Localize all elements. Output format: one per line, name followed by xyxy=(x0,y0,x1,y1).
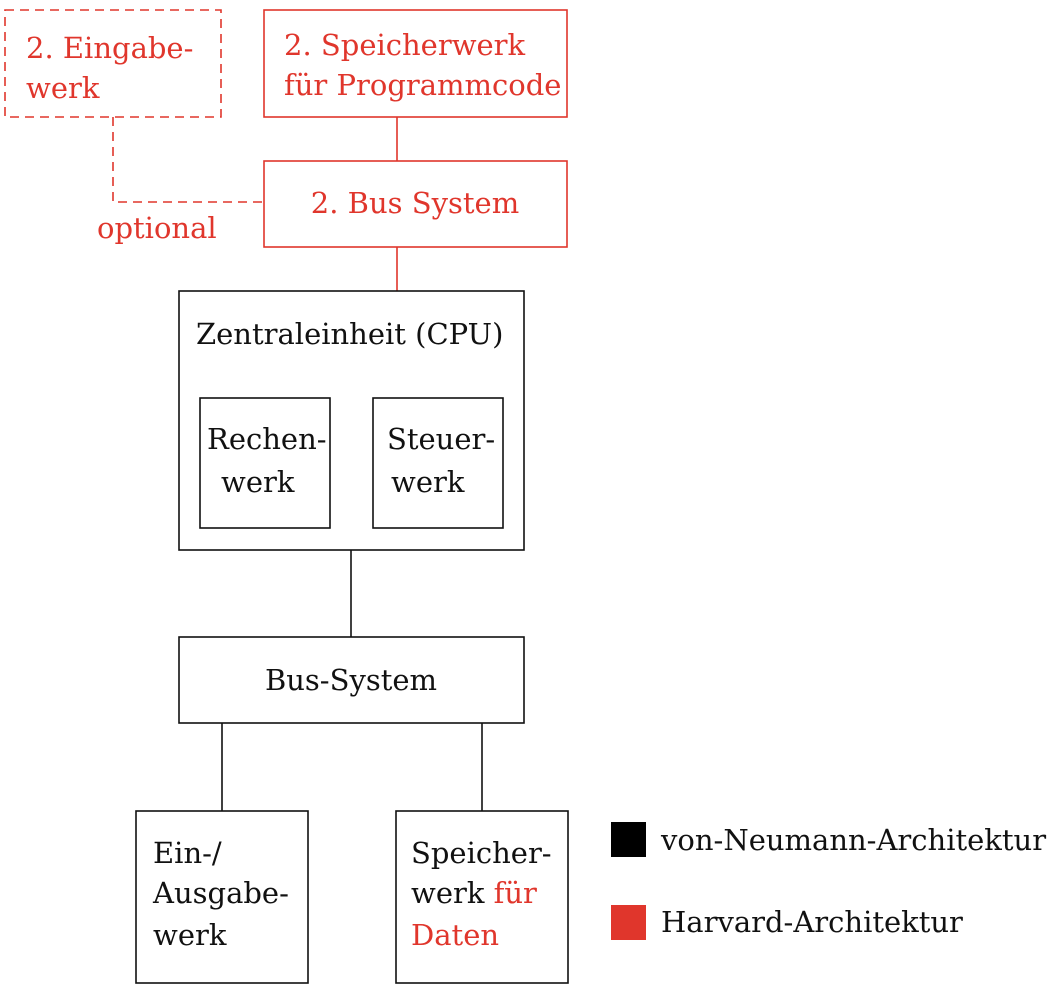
cpu-label: Zentraleinheit (CPU) xyxy=(196,317,503,351)
optional-label: optional xyxy=(97,211,217,245)
eingabewerk-2-line1: 2. Eingabe- xyxy=(26,31,193,65)
speicherwerk-programm-line2: für Programmcode xyxy=(284,68,561,102)
legend-label-harvard: Harvard-Architektur xyxy=(661,905,963,939)
speicherwerk-daten-line2-red: für xyxy=(494,876,537,910)
bus-system-2-box xyxy=(263,160,568,248)
speicherwerk-daten-box xyxy=(395,810,569,984)
ein-ausgabewerk-line2: Ausgabe- xyxy=(152,876,289,910)
rechenwerk-line2: werk xyxy=(221,465,295,499)
bus-system-2-label: 2. Bus System xyxy=(311,186,519,220)
speicherwerk-programm-line1: 2. Speicherwerk xyxy=(284,28,526,62)
ein-ausgabewerk-line1: Ein-/ xyxy=(153,836,222,870)
ein-ausgabewerk-line3: werk xyxy=(153,918,227,952)
speicherwerk-programm-box xyxy=(263,9,568,118)
speicherwerk-daten-line3: Daten xyxy=(411,918,499,952)
steuerwerk-line1: Steuer- xyxy=(387,422,495,456)
bus-system-label: Bus-System xyxy=(265,663,437,697)
optional-connector xyxy=(112,117,264,203)
speicherwerk-daten-line2: werk für xyxy=(411,876,537,910)
legend-swatch-harvard xyxy=(611,905,646,940)
eingabewerk-2-box xyxy=(4,9,222,118)
steuerwerk-box xyxy=(372,397,504,529)
legend-label-von-neumann: von-Neumann-Architektur xyxy=(660,823,1046,857)
eingabewerk-2-line2: werk xyxy=(26,71,100,105)
legend-swatch-von-neumann xyxy=(611,822,646,857)
bus-system-box xyxy=(178,636,525,724)
speicherwerk-daten-line2-black: werk xyxy=(411,876,494,910)
rechenwerk-box xyxy=(199,397,331,529)
speicherwerk-daten-line1: Speicher- xyxy=(411,836,552,870)
steuerwerk-line2: werk xyxy=(391,465,465,499)
rechenwerk-line1: Rechen- xyxy=(207,422,327,456)
ein-ausgabewerk-box xyxy=(135,810,309,984)
